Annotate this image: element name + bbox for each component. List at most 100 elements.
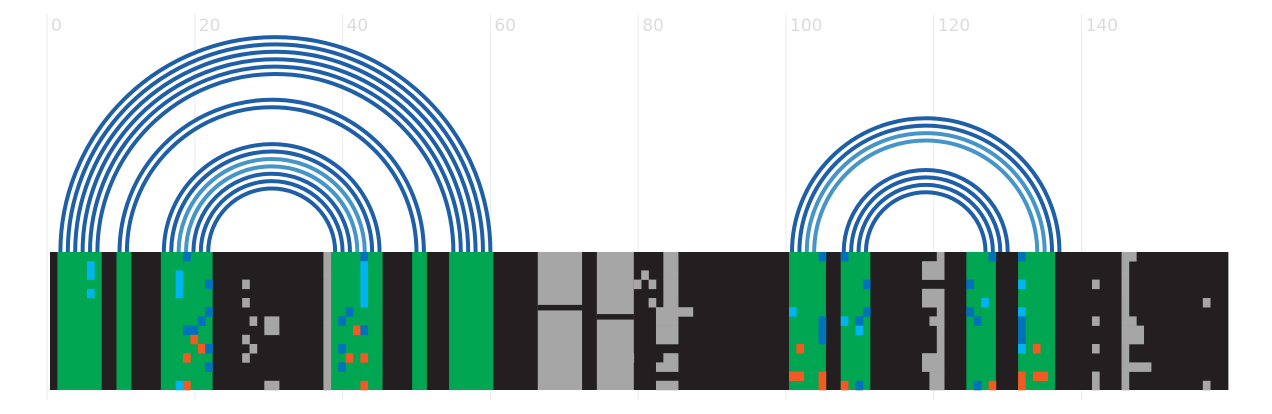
cell-gap-84-r7 xyxy=(670,316,679,326)
cell-mutation-127-r14 xyxy=(988,380,997,391)
column-block-unpaired-18 xyxy=(825,252,842,390)
cell-gap-83-r5 xyxy=(663,298,672,308)
arc-stem0-3 xyxy=(80,57,471,253)
cell-gc-126-r5 xyxy=(981,298,989,308)
cell-mutation-133-r10 xyxy=(1032,344,1041,354)
cell-gap-145-r7 xyxy=(1121,316,1130,326)
cell-gap-145-r14 xyxy=(1121,380,1130,391)
cell-substitution-109-r14 xyxy=(855,380,864,391)
cell-substitution-42-r8 xyxy=(360,325,369,336)
arc-stem7-0 xyxy=(841,168,1010,253)
column-block-gap-13 xyxy=(537,252,583,390)
cell-gc-109-r8 xyxy=(855,325,864,336)
arc-stem4-2 xyxy=(206,186,338,253)
column-block-unpaired-22 xyxy=(995,252,1019,390)
cell-gap-145-r8 xyxy=(1121,325,1130,336)
column-block-unpaired-0 xyxy=(50,252,58,390)
cell-gap-145-r10 xyxy=(1121,344,1130,354)
cell-gc-100-r6 xyxy=(789,307,797,317)
arc-stem4-0 xyxy=(191,171,352,253)
cell-gap-83-r11 xyxy=(663,353,672,363)
cell-gap-37-r0 xyxy=(323,252,332,262)
column-block-unpaired-20 xyxy=(870,252,967,390)
cell-gap-83-r1 xyxy=(663,261,672,271)
cell-substitution-104-r0 xyxy=(818,252,827,262)
cell-mutation-100-r13 xyxy=(789,371,797,382)
cell-gap-141-r13 xyxy=(1091,371,1100,382)
cell-gap-145-r9 xyxy=(1121,334,1130,345)
cell-gap-141-r14 xyxy=(1091,380,1100,391)
cell-gap-118-r11 xyxy=(922,353,930,363)
cell-gap-37-r1 xyxy=(323,261,332,271)
cell-gap-30-r8 xyxy=(271,325,280,336)
cell-gap-83-r3 xyxy=(663,279,672,290)
cell-mutation-18-r11 xyxy=(183,353,191,363)
cell-gap-118-r4 xyxy=(922,288,930,299)
cell-gap-83-r7 xyxy=(663,316,672,326)
tick-label-0: 0 xyxy=(51,16,62,36)
column-block-paired-3 xyxy=(116,252,132,390)
cell-gap-120-r13 xyxy=(936,371,945,382)
cell-gap-145-r6 xyxy=(1121,307,1130,317)
cell-gap-37-r5 xyxy=(323,298,332,308)
cell-gap-37-r14 xyxy=(323,380,332,391)
alignment-cells xyxy=(86,252,1211,391)
cell-gc-42-r5 xyxy=(360,298,369,308)
cell-gap-120-r10 xyxy=(936,344,945,354)
cell-substitution-39-r7 xyxy=(338,316,346,326)
cell-gap-118-r5 xyxy=(922,298,930,308)
gap-separator-0 xyxy=(537,304,583,311)
cell-gc-5-r2 xyxy=(86,270,95,280)
cell-gap-37-r2 xyxy=(323,270,332,280)
cell-gap-84-r0 xyxy=(670,252,679,262)
cell-gap-118-r1 xyxy=(922,261,930,271)
cell-gap-83-r0 xyxy=(663,252,672,262)
cell-gc-17-r14 xyxy=(175,380,184,391)
cell-gap-85-r6 xyxy=(678,307,686,317)
cell-gap-120-r5 xyxy=(936,298,945,308)
cell-gap-37-r4 xyxy=(323,288,332,299)
cell-gap-147-r9 xyxy=(1136,334,1145,345)
cell-gap-120-r1 xyxy=(936,261,945,271)
cell-gap-120-r4 xyxy=(936,288,945,299)
cell-mutation-40-r11 xyxy=(345,353,354,363)
cell-gap-141-r3 xyxy=(1091,279,1100,290)
cell-gap-119-r12 xyxy=(929,362,938,372)
cell-gap-82-r12 xyxy=(655,362,664,372)
cell-gap-37-r6 xyxy=(323,307,332,317)
arc-stem2-0 xyxy=(161,142,382,253)
cell-gap-119-r13 xyxy=(929,371,938,382)
cell-gap-145-r5 xyxy=(1121,298,1130,308)
column-block-unpaired-10 xyxy=(426,252,450,390)
cell-gap-141-r7 xyxy=(1091,316,1100,326)
cell-gap-83-r12 xyxy=(663,362,672,372)
cell-gc-5-r1 xyxy=(86,261,95,271)
cell-gc-42-r2 xyxy=(360,270,369,280)
cell-gap-156-r14 xyxy=(1202,380,1211,391)
column-block-paired-11 xyxy=(449,252,494,390)
column-block-unpaired-4 xyxy=(131,252,162,390)
cell-gap-118-r2 xyxy=(922,270,930,280)
cell-gap-26-r5 xyxy=(242,298,250,308)
arc-stem7-1 xyxy=(849,175,1003,253)
cell-gap-84-r6 xyxy=(670,307,679,317)
arc-stem3-1 xyxy=(184,164,360,253)
tick-label-40: 40 xyxy=(347,16,369,36)
cell-gap-82-r9 xyxy=(655,334,664,345)
cell-substitution-131-r9 xyxy=(1018,334,1026,345)
cell-gap-26-r3 xyxy=(242,279,250,290)
gap-separator-1 xyxy=(596,314,634,320)
arc-stem3-0 xyxy=(176,157,367,253)
tick-label-120: 120 xyxy=(938,16,970,36)
cell-gap-145-r4 xyxy=(1121,288,1130,299)
cell-gc-107-r7 xyxy=(840,316,849,326)
cell-gap-119-r1 xyxy=(929,261,938,271)
cell-substitution-39-r12 xyxy=(338,362,346,372)
cell-substitution-109-r7 xyxy=(855,316,864,326)
cell-gap-146-r0 xyxy=(1128,252,1137,262)
cell-gap-156-r5 xyxy=(1202,298,1211,308)
cell-mutation-131-r14 xyxy=(1018,380,1026,391)
arc-stem0-4 xyxy=(87,64,463,253)
cell-gc-17-r2 xyxy=(175,270,184,280)
